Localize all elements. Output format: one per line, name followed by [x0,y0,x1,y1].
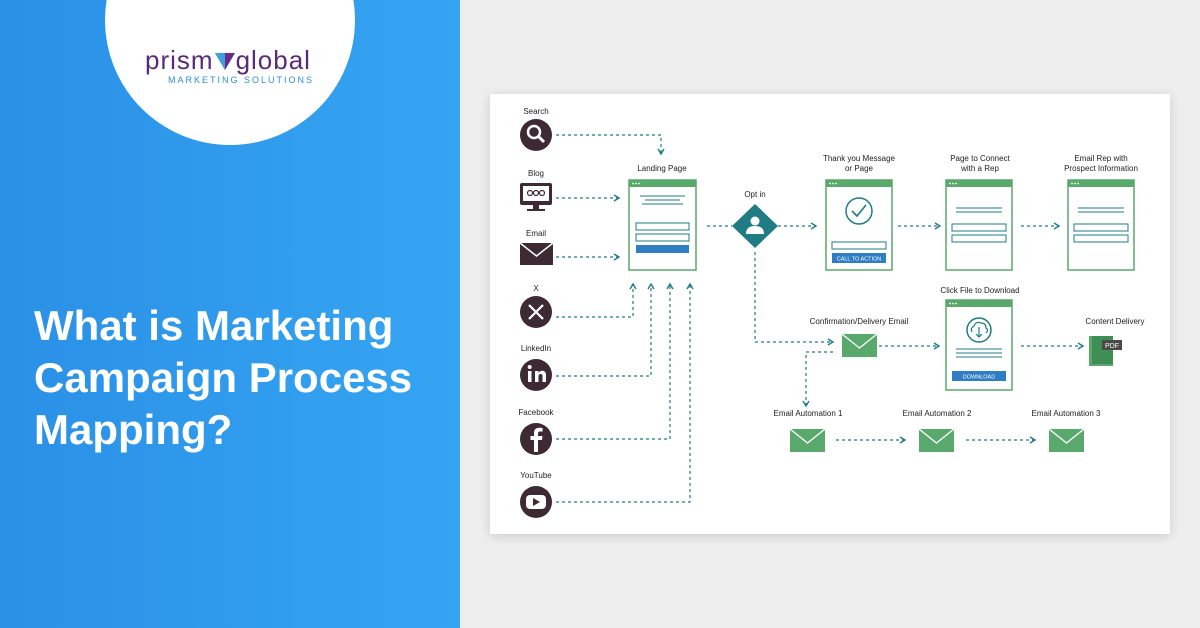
pdf-book-icon: PDF [1089,336,1122,366]
content-delivery-node: Content Delivery PDF [1085,317,1145,366]
call-to-action-button-shape [832,253,886,263]
opt-in-label: Opt in [744,190,765,199]
source-label: Email [526,229,546,238]
source-facebook: Facebook [518,408,555,455]
left-hero-panel: prism global MARKETING SOLUTIONS What is… [0,0,460,628]
thank-you-node: Thank you Message or Page CALL TO ACTION [823,154,896,271]
brand-name-part2: global [235,45,311,75]
email-rep-label-line-2: Prospect Information [1064,164,1138,173]
download-page-node: Click File to Download DOWNLOAD [940,286,1020,391]
landing-page-node: Landing Page [628,164,697,271]
source-linkedin: LinkedIn [520,344,552,391]
landing-page-label: Landing Page [637,164,687,173]
automation-label: Email Automation 1 [774,409,843,418]
cloud-download-icon [966,317,992,343]
source-label: LinkedIn [521,344,551,353]
prism-triangle-icon [214,53,235,70]
monitor-icon [520,183,552,211]
connect-rep-label-line-1: Page to Connect [950,154,1010,163]
process-diagram-card: Search Blog Email X LinkedIn [490,94,1170,534]
call-to-action-text: CALL TO ACTION [837,257,882,263]
email-automation-1-node: Email Automation 1 [774,409,843,452]
automation-label: Email Automation 3 [1032,409,1101,418]
page-headline: What is Marketing Campaign Process Mappi… [34,300,444,456]
headline-line-3: Mapping? [34,406,233,453]
thank-you-label-line-2: or Page [845,164,874,173]
submit-button-shape [636,245,689,253]
source-blog: Blog [520,169,552,211]
connector-lines [556,134,1085,503]
brand-logo: prism global [145,45,311,76]
connect-rep-node: Page to Connect with a Rep [945,154,1013,271]
source-email: Email [519,229,554,265]
brand-tagline: MARKETING SOLUTIONS [168,75,315,85]
source-x: X [520,284,552,328]
click-file-label: Click File to Download [940,286,1019,295]
source-label: Blog [528,169,544,178]
process-diagram: Search Blog Email X LinkedIn [518,107,1145,518]
green-envelope-icon [1049,429,1084,452]
automation-label: Email Automation 2 [903,409,972,418]
source-youtube: YouTube [520,471,552,518]
confirmation-email-label: Confirmation/Delivery Email [810,317,909,326]
green-envelope-icon [841,333,878,357]
user-icon [750,216,760,226]
envelope-icon [519,242,554,265]
search-icon [520,119,552,151]
email-rep-node: Email Rep with Prospect Information [1064,154,1138,271]
thank-you-label-line-1: Thank you Message [823,154,896,163]
source-label: Search [523,107,548,116]
opt-in-node: Opt in [732,190,778,248]
green-envelope-icon [790,429,825,452]
download-button-shape [952,371,1006,381]
headline-line-2: Campaign Process [34,354,413,401]
source-search: Search [520,107,552,151]
confirmation-email-node: Confirmation/Delivery Email [810,317,909,357]
source-label: Facebook [518,408,554,417]
email-rep-label-line-1: Email Rep with [1074,154,1127,163]
pdf-text: PDF [1105,343,1119,350]
download-text: DOWNLOAD [963,375,995,381]
green-envelope-icon [919,429,954,452]
brand-name-part1: prism [145,45,214,75]
connect-rep-label-line-2: with a Rep [960,164,999,173]
email-automation-3-node: Email Automation 3 [1032,409,1101,452]
content-delivery-label: Content Delivery [1085,317,1144,326]
email-automation-2-node: Email Automation 2 [903,409,972,452]
checkmark-icon [845,197,873,225]
headline-line-1: What is Marketing [34,302,394,349]
source-label: X [533,284,539,293]
source-label: YouTube [520,471,552,480]
